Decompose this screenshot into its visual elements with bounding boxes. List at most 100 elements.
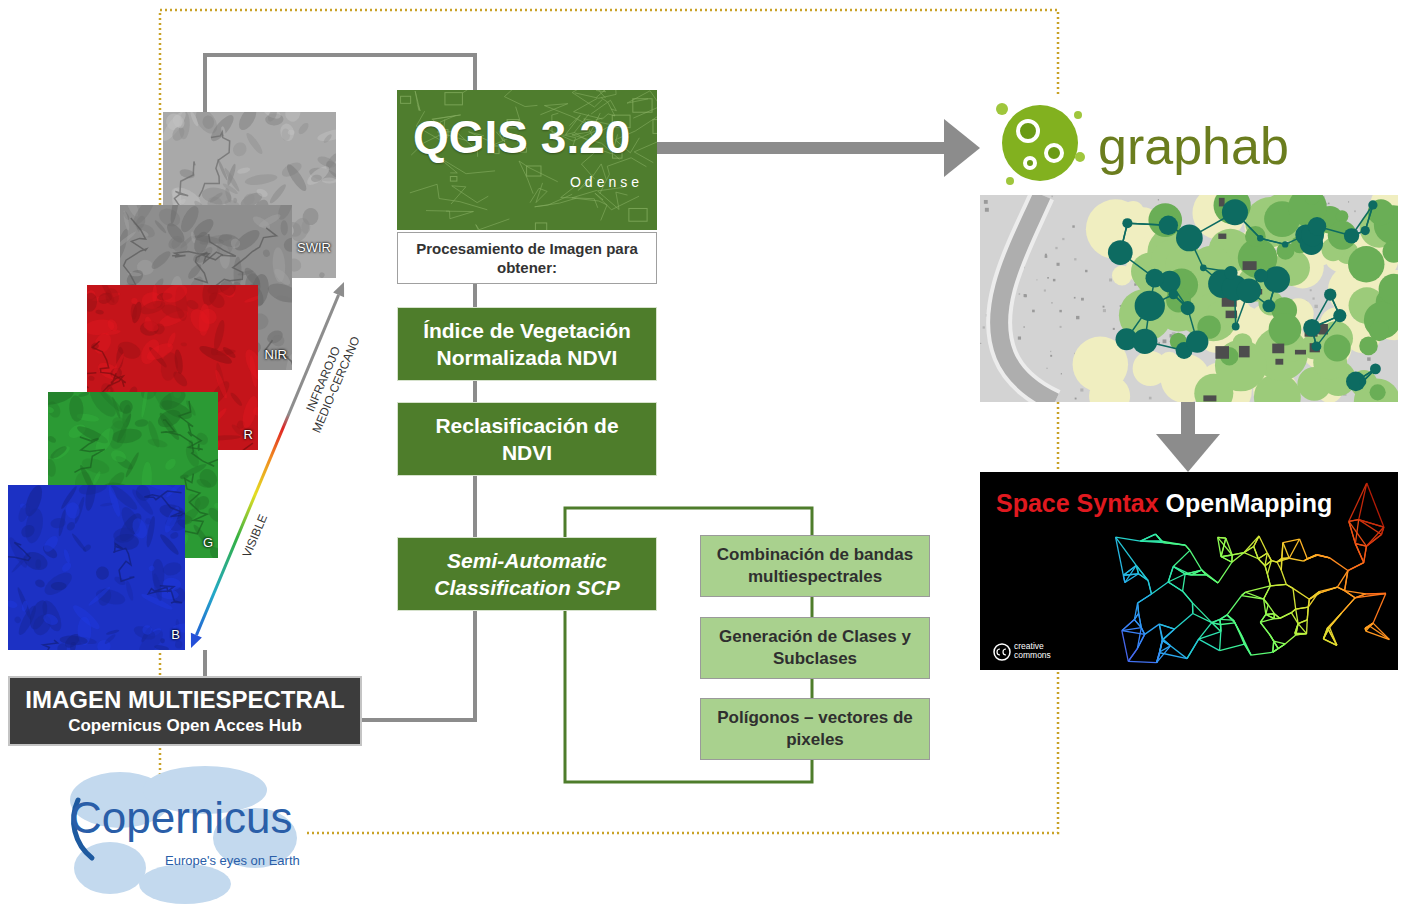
dense-vegetation-patch	[1277, 242, 1295, 260]
band-label: B	[171, 627, 180, 643]
texture-patch	[258, 212, 282, 229]
box-text: Reclasificación de NDVI	[408, 412, 646, 467]
spectrum-arrowhead	[333, 282, 344, 297]
source-box: IMAGEN MULTIESPECTRALCopernicus Open Acc…	[8, 676, 362, 746]
street-segment	[1282, 558, 1290, 560]
street-segment	[1359, 483, 1367, 520]
street-segment	[1160, 640, 1162, 652]
band-features	[48, 401, 218, 558]
street-segment	[1232, 553, 1244, 555]
street-segment	[1168, 582, 1182, 591]
street-segment	[1271, 561, 1277, 562]
texture-patch	[187, 306, 214, 336]
street-segment	[1286, 584, 1293, 588]
built-patch	[1218, 234, 1226, 239]
engraving-block	[633, 99, 652, 112]
texture-patch	[41, 568, 76, 599]
street-segment	[1270, 584, 1286, 585]
street-segment	[1268, 605, 1274, 614]
street-segment	[1267, 553, 1271, 561]
graph-node	[1169, 290, 1179, 300]
street-segment	[1264, 586, 1271, 599]
panel-title: OpenMapping	[1166, 488, 1333, 518]
street-segment	[1140, 534, 1155, 541]
street-segment	[1145, 624, 1160, 634]
texture-patch	[135, 221, 157, 240]
street-segment	[1345, 571, 1348, 591]
connector-line	[362, 611, 475, 720]
street-segment	[1220, 644, 1245, 650]
texture-patch	[229, 391, 244, 407]
texture-patch	[41, 533, 61, 554]
graph-node	[1200, 264, 1207, 271]
texture-patch	[109, 448, 128, 464]
heading-box: Procesamiento de Imagen para obtener:	[397, 232, 657, 284]
texture-patch	[191, 230, 211, 256]
street-segment	[1327, 613, 1341, 628]
texture-patch	[134, 419, 148, 428]
texture-patch	[107, 485, 123, 518]
map-speck	[1057, 263, 1060, 266]
texture-patch	[237, 166, 251, 175]
logo-ball	[996, 103, 1008, 115]
street-segment	[1270, 635, 1274, 641]
street-segment	[1316, 555, 1330, 558]
texture-patch	[95, 565, 110, 580]
engraving-block	[653, 120, 657, 134]
map-speck	[1036, 279, 1037, 280]
street-segment	[1242, 592, 1246, 595]
graph-node	[1181, 301, 1195, 315]
terrain-line	[194, 234, 236, 282]
texture-patch	[87, 292, 98, 312]
texture-patch	[118, 399, 134, 415]
street-segment	[1296, 607, 1309, 609]
license-text: creative commons	[1014, 642, 1060, 660]
street-segment	[1367, 483, 1384, 527]
texture-patch	[68, 395, 84, 422]
river	[999, 195, 1055, 402]
graph-node	[1344, 228, 1359, 243]
street-segment	[1122, 628, 1141, 631]
texture-patch	[206, 290, 228, 311]
texture-patch	[244, 131, 265, 156]
graph-node	[1359, 378, 1366, 385]
street-segment	[1280, 613, 1292, 619]
graphab-panel: graphab	[980, 95, 1398, 402]
texture-patch	[230, 140, 249, 159]
street-segment	[1159, 624, 1162, 640]
logo-subtitle: Odense	[570, 174, 643, 191]
texture-patch	[63, 549, 71, 564]
street-segment	[1212, 619, 1220, 622]
band-features	[8, 491, 185, 650]
sub-process-box: Polígonos – vectores de pixeles	[700, 698, 930, 760]
texture-patch	[310, 174, 322, 183]
street-segment	[1359, 520, 1384, 527]
texture-patch	[51, 582, 67, 590]
dense-vegetation-patch	[1269, 313, 1302, 346]
street-segment	[1116, 537, 1124, 575]
texture-patch	[145, 516, 157, 548]
graph-node	[1257, 235, 1263, 241]
graph-node	[1262, 300, 1275, 313]
connector-line	[811, 679, 814, 698]
street-segment	[1280, 613, 1292, 619]
texture-patch	[78, 392, 89, 398]
graph-node	[1135, 291, 1165, 321]
street-segment	[1140, 541, 1163, 543]
logo-ball	[1074, 111, 1082, 119]
street-segment	[1221, 538, 1226, 556]
engraving-block	[527, 166, 541, 176]
street-segment	[1162, 629, 1174, 640]
graph-node	[1132, 329, 1157, 354]
texture-patch	[284, 112, 302, 123]
texture-patch	[189, 112, 200, 127]
map-speck	[980, 343, 981, 344]
street-segment	[1330, 613, 1342, 627]
texture-patch	[138, 392, 159, 402]
map-speck	[1080, 388, 1083, 391]
texture-patch	[255, 187, 269, 199]
street-segment	[1342, 598, 1355, 613]
street-segment	[1320, 587, 1337, 593]
map-speck	[983, 326, 985, 328]
street-segment	[1187, 639, 1199, 658]
